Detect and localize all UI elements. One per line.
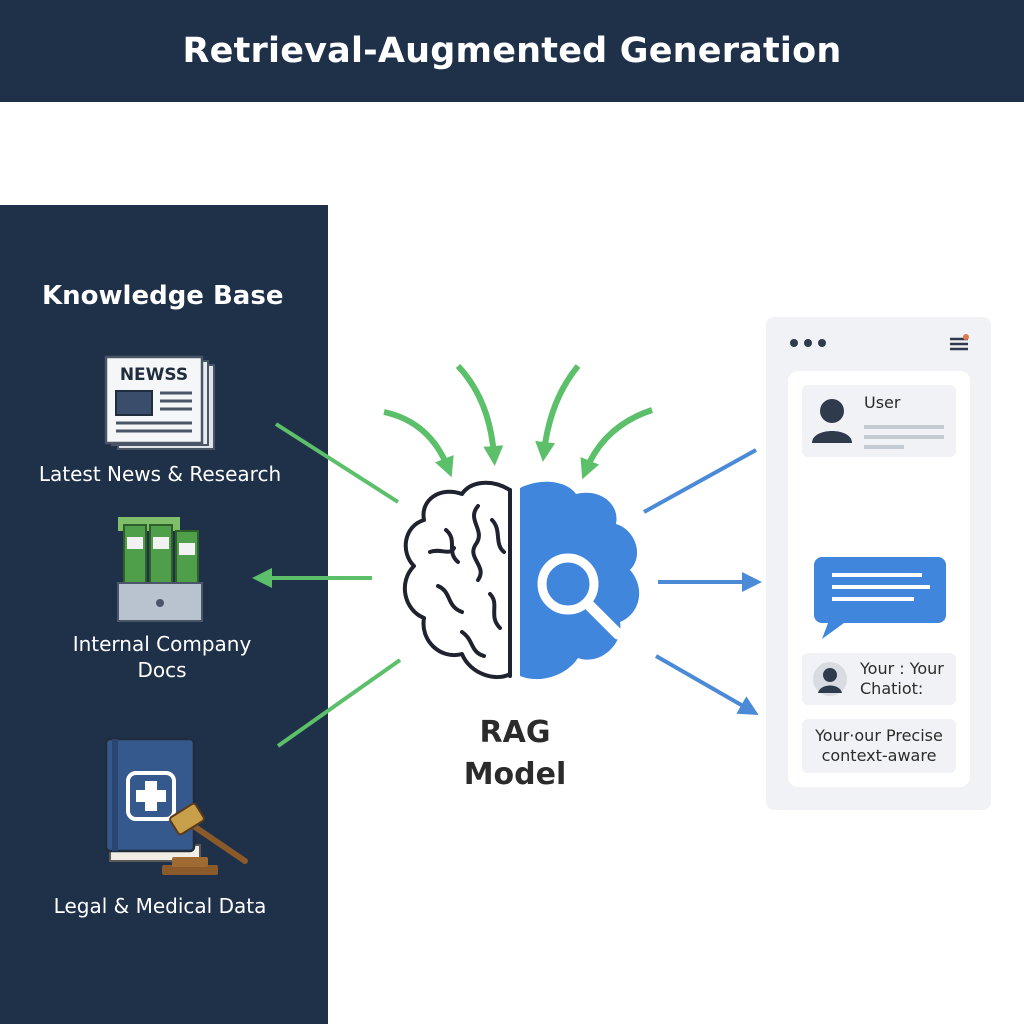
user-message: User	[802, 385, 956, 457]
precise-reply-line2: context-aware	[821, 746, 937, 765]
kb-item-docs-label-line1: Internal Company	[72, 632, 252, 656]
newspaper-icon-text: NEWSS	[120, 365, 188, 385]
user-label: User	[864, 393, 901, 412]
chatbot-avatar-icon	[813, 662, 847, 696]
user-message-line	[864, 435, 944, 439]
ai-response-bubble	[814, 557, 946, 639]
brain-right-half	[520, 481, 640, 680]
window-dots	[790, 339, 826, 347]
menu-icon[interactable]	[948, 333, 970, 355]
window-dot	[804, 339, 812, 347]
green-curved-arrow-1	[383, 409, 454, 478]
kb-item-news-label: Latest News & Research	[38, 462, 282, 486]
user-message-line	[864, 425, 944, 429]
blue-arrow-to-reply	[655, 654, 759, 715]
chat-conversation: User Your : Your Chatiot: Your·our Preci…	[788, 371, 970, 787]
brain-left-half	[403, 480, 512, 680]
rag-model-label-line1: RAG	[479, 715, 551, 750]
filing-box-icon	[117, 517, 203, 622]
knowledge-base-title: Knowledge Base	[42, 281, 284, 311]
precise-reply: Your·our Precise context-aware	[802, 719, 956, 773]
rag-model-label-line2: Model	[463, 757, 567, 792]
green-curved-arrow-4	[580, 407, 653, 480]
precise-reply-line1: Your·our Precise	[815, 726, 943, 745]
legal-medical-book-icon	[104, 737, 248, 875]
magnifier-handle	[582, 598, 624, 640]
chatbot-reply-line1: Your : Your	[860, 659, 944, 678]
user-message-line	[864, 445, 904, 449]
green-curved-arrow-3	[535, 364, 581, 462]
green-curved-arrow-2	[455, 363, 504, 466]
kb-item-docs-label-line2: Docs	[137, 658, 187, 682]
window-dot	[818, 339, 826, 347]
chatbot-reply: Your : Your Chatiot:	[802, 653, 956, 705]
newspaper-icon: NEWSS	[104, 355, 215, 450]
page-title: Retrieval-Augmented Generation	[182, 31, 842, 71]
kb-item-legal-label: Legal & Medical Data	[53, 894, 267, 918]
user-avatar-icon	[812, 399, 852, 443]
knowledge-base-panel: Knowledge Base NEWSS Latest News & Resea…	[0, 205, 328, 1024]
magnifier-glass	[537, 553, 599, 615]
chat-window: User Your : Your Chatiot: Your·our Preci…	[766, 317, 991, 810]
chatbot-reply-line2: Chatiot:	[860, 679, 924, 698]
window-dot	[790, 339, 798, 347]
blue-connector-user	[643, 448, 757, 514]
rag-model-label: RAG Model	[430, 712, 600, 796]
header-bar: Retrieval-Augmented Generation	[0, 0, 1024, 102]
